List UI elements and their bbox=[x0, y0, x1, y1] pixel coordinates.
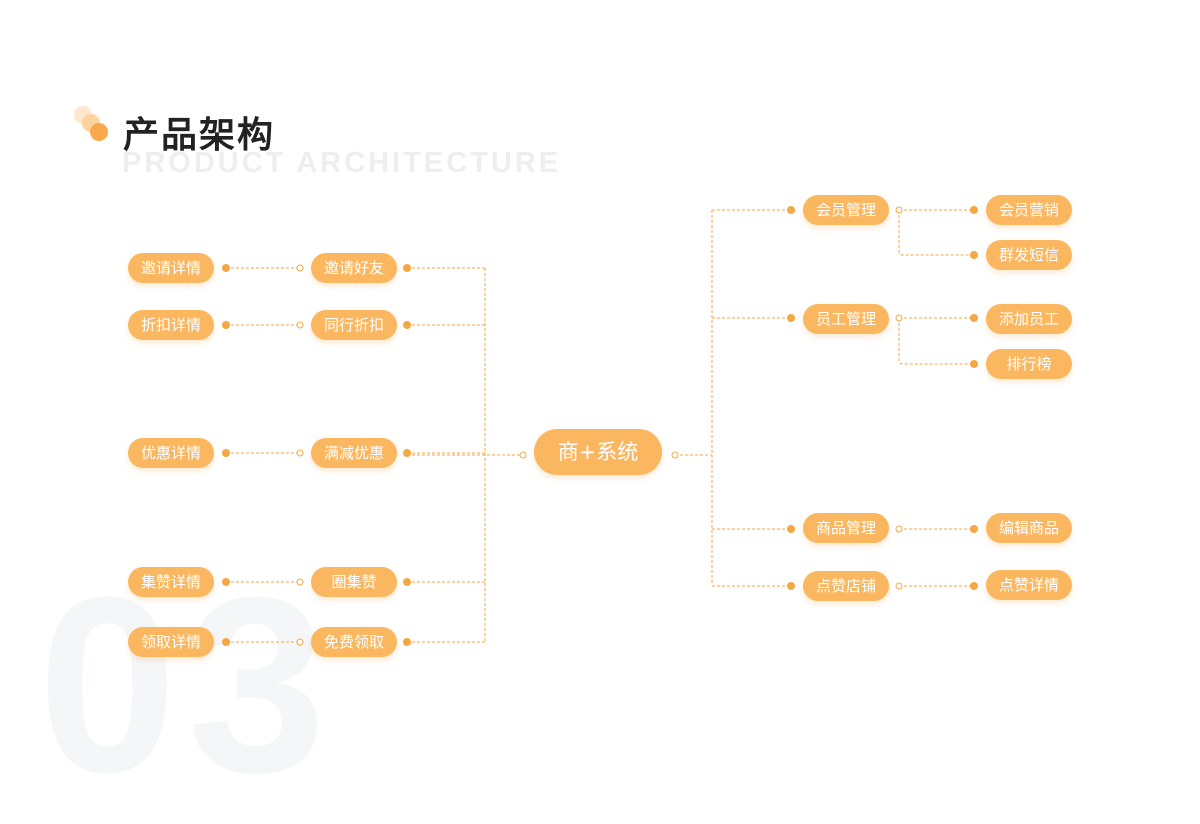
node-add-staff: 添加员工 bbox=[986, 304, 1072, 334]
connector-dot bbox=[787, 525, 795, 533]
connector-ring bbox=[296, 578, 304, 586]
node-full-reduction: 满减优惠 bbox=[311, 438, 397, 468]
connector-ring bbox=[671, 451, 679, 459]
connector-ring bbox=[895, 525, 903, 533]
connector-dot bbox=[222, 449, 230, 457]
connector-dot bbox=[970, 360, 978, 368]
node-mass-sms: 群发短信 bbox=[986, 240, 1072, 270]
connector-ring bbox=[296, 638, 304, 646]
connector-dot bbox=[222, 638, 230, 646]
connector-line bbox=[898, 210, 974, 256]
node-like-store: 点赞店铺 bbox=[803, 571, 889, 601]
decor-circle-icon bbox=[90, 123, 108, 141]
connector-dot bbox=[970, 582, 978, 590]
node-member-marketing: 会员营销 bbox=[986, 195, 1072, 225]
node-invite-friend: 邀请好友 bbox=[311, 253, 397, 283]
connector-dot bbox=[403, 638, 411, 646]
connector-ring bbox=[296, 449, 304, 457]
connector-dot bbox=[970, 251, 978, 259]
connector-dot bbox=[787, 582, 795, 590]
connector-dot bbox=[970, 314, 978, 322]
page-title: 产品架构 bbox=[123, 115, 276, 156]
center-node: 商+系统 bbox=[534, 429, 662, 475]
connector-line bbox=[898, 318, 974, 365]
connector-dot bbox=[787, 314, 795, 322]
connector-ring bbox=[895, 582, 903, 590]
node-collect-likes: 圈集赞 bbox=[311, 567, 397, 597]
node-discount-detail: 折扣详情 bbox=[128, 310, 214, 340]
page-subtitle: PRODUCT ARCHITECTURE bbox=[122, 147, 562, 179]
node-free-claim: 免费领取 bbox=[311, 627, 397, 657]
node-like-store-detail: 点赞详情 bbox=[986, 570, 1072, 600]
node-claim-detail: 领取详情 bbox=[128, 627, 214, 657]
connector-ring bbox=[296, 264, 304, 272]
node-edit-product: 编辑商品 bbox=[986, 513, 1072, 543]
connector-dot bbox=[403, 321, 411, 329]
connector-lines bbox=[222, 206, 978, 646]
connector-ring bbox=[519, 451, 527, 459]
node-leaderboard: 排行榜 bbox=[986, 349, 1072, 379]
connector-dot bbox=[970, 206, 978, 214]
connector-ring bbox=[296, 321, 304, 329]
node-offer-detail: 优惠详情 bbox=[128, 438, 214, 468]
connector-dot bbox=[222, 578, 230, 586]
connector-dot bbox=[787, 206, 795, 214]
node-peer-discount: 同行折扣 bbox=[311, 310, 397, 340]
node-staff-mgmt: 员工管理 bbox=[803, 304, 889, 334]
connector-dot bbox=[970, 525, 978, 533]
connector-dot bbox=[222, 321, 230, 329]
connector-dot bbox=[403, 264, 411, 272]
connector-ring bbox=[895, 314, 903, 322]
node-invite-detail: 邀请详情 bbox=[128, 253, 214, 283]
node-like-detail: 集赞详情 bbox=[128, 567, 214, 597]
node-product-mgmt: 商品管理 bbox=[803, 513, 889, 543]
connector-ring bbox=[895, 206, 903, 214]
connector-dot bbox=[403, 578, 411, 586]
connector-dot bbox=[222, 264, 230, 272]
node-member-mgmt: 会员管理 bbox=[803, 195, 889, 225]
connector-dot bbox=[403, 449, 411, 457]
